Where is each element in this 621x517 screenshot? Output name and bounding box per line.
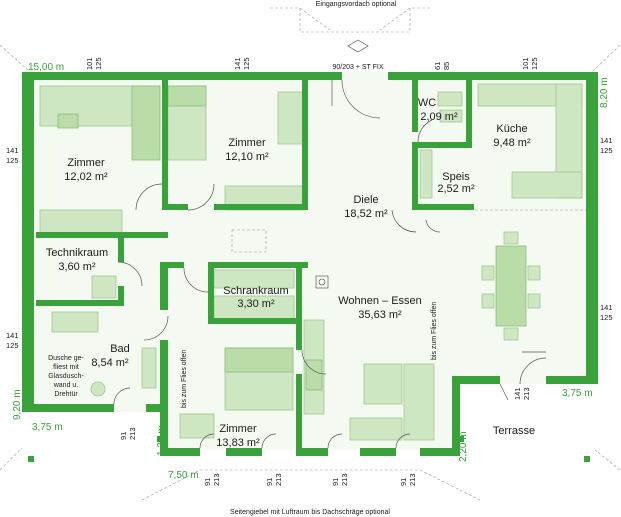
window-dims-top: 101 125 141 125 61 85 101 125 — [85, 57, 539, 70]
width-total-label: 15,00 m — [28, 62, 64, 73]
svg-text:213: 213 — [522, 387, 531, 400]
terrace-area — [452, 384, 592, 450]
canopy-note: Eingangsvordach optional — [316, 1, 397, 8]
svg-text:125: 125 — [6, 341, 19, 350]
room-zimmer-2-name: Zimmer — [228, 137, 266, 149]
svg-text:125: 125 — [242, 57, 251, 70]
room-technik-area: 3,60 m² — [58, 261, 96, 273]
depth-total-label: 9,20 m — [12, 389, 23, 420]
svg-text:Glasdusch-: Glasdusch- — [48, 373, 84, 380]
svg-text:141: 141 — [600, 303, 613, 312]
svg-text:fliest mit: fliest mit — [53, 364, 79, 371]
svg-text:141: 141 — [513, 387, 522, 400]
left-bottom-dim: 3,75 m — [32, 422, 63, 433]
svg-text:213: 213 — [128, 427, 137, 440]
walls — [22, 72, 598, 456]
entrance-door-label: 90/203 + ST FIX — [332, 64, 383, 71]
furniture — [39, 83, 583, 441]
svg-text:141: 141 — [6, 146, 19, 155]
room-speis-area: 2,52 m² — [437, 183, 475, 195]
svg-text:wand u.: wand u. — [53, 382, 79, 389]
svg-text:125: 125 — [6, 156, 19, 165]
room-zimmer-1-name: Zimmer — [67, 157, 105, 169]
svg-text:85: 85 — [442, 62, 451, 70]
room-diele-area: 18,52 m² — [344, 208, 388, 220]
room-zimmer-3-name: Zimmer — [219, 423, 257, 435]
room-zimmer-2-area: 12,10 m² — [225, 151, 269, 163]
room-zimmer-1-area: 12,02 m² — [64, 171, 108, 183]
room-wc-name: WC — [418, 97, 436, 109]
svg-text:141: 141 — [233, 57, 242, 70]
roof-outline — [0, 7, 621, 501]
right-top-dim: 8,20 m — [599, 77, 610, 108]
window-dims-right: 141 125 141 125 — [600, 136, 613, 322]
gable-note: Seitengiebel mit Luftraum bis Dachschräg… — [230, 509, 390, 516]
window-dims-bottom: 91 213 91 213 91 213 91 213 91 213 141 2… — [119, 387, 531, 486]
tile-note-left: bis zum Flies offen — [181, 350, 188, 408]
bottom-width-dim: 7,50 m — [168, 470, 199, 481]
svg-text:101: 101 — [521, 57, 530, 70]
svg-text:61: 61 — [433, 62, 442, 70]
room-schrank-area: 3,30 m² — [237, 298, 275, 310]
room-zimmer-3-area: 13,83 m² — [216, 437, 260, 449]
shower-note: Dusche ge- fliest mit Glasdusch- wand u.… — [48, 355, 84, 398]
svg-text:213: 213 — [274, 473, 283, 486]
window-dims-left: 141 125 141 125 — [6, 146, 19, 350]
room-wohnen-name: Wohnen – Essen — [338, 295, 422, 307]
svg-text:125: 125 — [530, 57, 539, 70]
svg-text:125: 125 — [600, 146, 613, 155]
svg-text:125: 125 — [600, 313, 613, 322]
svg-text:141: 141 — [600, 136, 613, 145]
svg-text:141: 141 — [6, 331, 19, 340]
room-kueche-area: 9,48 m² — [493, 137, 531, 149]
svg-text:125: 125 — [94, 57, 103, 70]
svg-text:91: 91 — [265, 478, 274, 486]
svg-text:Dusche ge-: Dusche ge- — [48, 355, 84, 362]
room-wohnen-area: 35,63 m² — [358, 309, 402, 321]
tile-note-right: bis zum Flies offen — [431, 302, 438, 360]
svg-text:91: 91 — [203, 478, 212, 486]
room-wc-area: 2,09 m² — [420, 111, 458, 123]
svg-text:213: 213 — [212, 473, 221, 486]
corner-markers — [22, 372, 598, 462]
svg-text:Drehtür: Drehtür — [54, 391, 78, 398]
room-labels: Zimmer 12,02 m² Zimmer 12,10 m² WC 2,09 … — [46, 97, 535, 449]
room-bad-area: 8,54 m² — [91, 357, 129, 369]
room-diele-name: Diele — [353, 194, 378, 206]
terrace-label: Terrasse — [493, 425, 535, 437]
svg-text:91: 91 — [119, 432, 128, 440]
svg-text:213: 213 — [340, 473, 349, 486]
right-bottom-dim: 3,75 m — [562, 388, 593, 399]
svg-text:213: 213 — [408, 473, 417, 486]
floor-area — [30, 72, 592, 450]
room-schrank-name: Schrankraum — [223, 285, 288, 297]
doors — [113, 39, 586, 449]
svg-text:91: 91 — [331, 478, 340, 486]
height-right-dim: 2,20 m — [458, 431, 469, 462]
svg-text:91: 91 — [399, 478, 408, 486]
room-kueche-name: Küche — [496, 123, 527, 135]
room-speis-name: Speis — [442, 171, 470, 183]
room-technik-name: Technikraum — [46, 247, 108, 259]
room-bad-name: Bad — [110, 343, 130, 355]
svg-text:101: 101 — [85, 57, 94, 70]
